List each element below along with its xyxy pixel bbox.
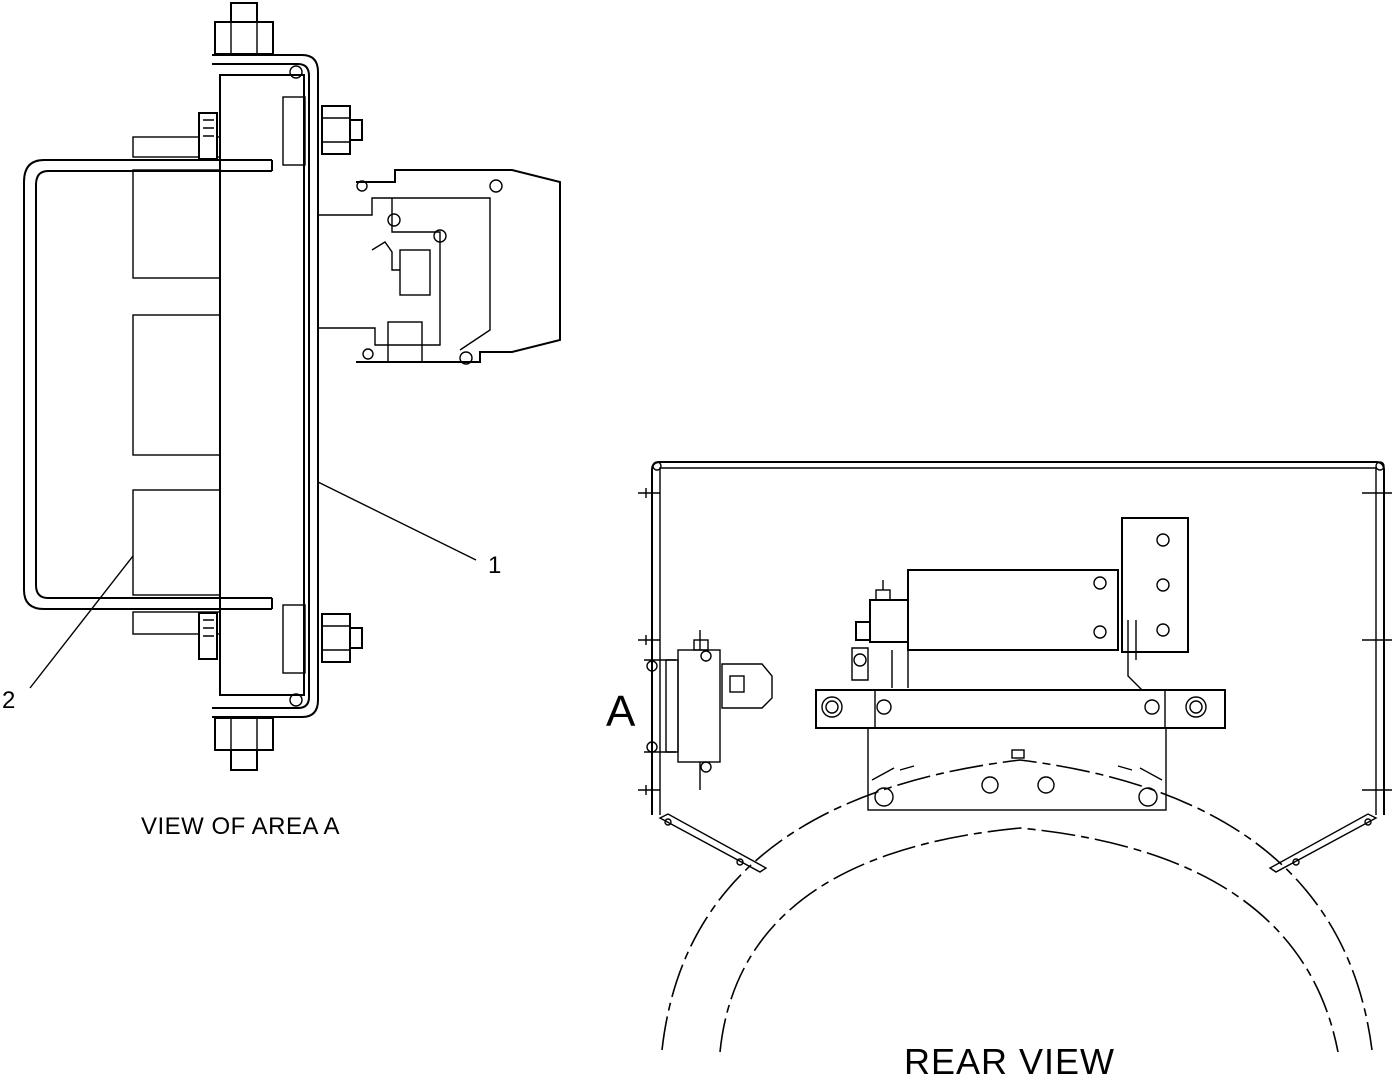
- callout-2: 2: [2, 687, 16, 714]
- lower-bracket: [867, 689, 1167, 811]
- callout-1: 1: [488, 552, 502, 579]
- bracket-nut-lower: [321, 613, 363, 663]
- wire-guard: [23, 159, 273, 610]
- mounting-bracket: [212, 54, 319, 718]
- bottom-bolt: [214, 717, 274, 771]
- lamp-clip-lower: [198, 612, 218, 660]
- area-a-lamp-assembly: [644, 630, 773, 790]
- connector-housing: [318, 169, 561, 365]
- detail-view-area-a: [23, 2, 561, 771]
- cab-outline: [651, 461, 1385, 815]
- tank-outline: [661, 759, 1373, 1053]
- bracket-nut-upper: [321, 105, 363, 155]
- area-marker: A: [606, 687, 636, 736]
- leader-line-1: [317, 481, 477, 561]
- lamp-lens-blocks: [132, 136, 221, 635]
- fender-right: [1268, 813, 1378, 873]
- leader-line-2: [29, 555, 134, 689]
- top-bolt: [214, 2, 274, 55]
- lamp-clip-upper: [198, 112, 218, 160]
- cross-plate: [815, 689, 1226, 729]
- view-area-caption: VIEW OF AREA A: [141, 813, 341, 840]
- rear-view-caption: REAR VIEW: [904, 1041, 1116, 1082]
- rear-view: [638, 461, 1392, 1053]
- lamp-body: [219, 74, 306, 696]
- solenoid-fitting: [851, 580, 909, 681]
- fender-left: [658, 813, 768, 873]
- mount-body: [891, 517, 1189, 691]
- cab-side-ticks: [638, 488, 1392, 795]
